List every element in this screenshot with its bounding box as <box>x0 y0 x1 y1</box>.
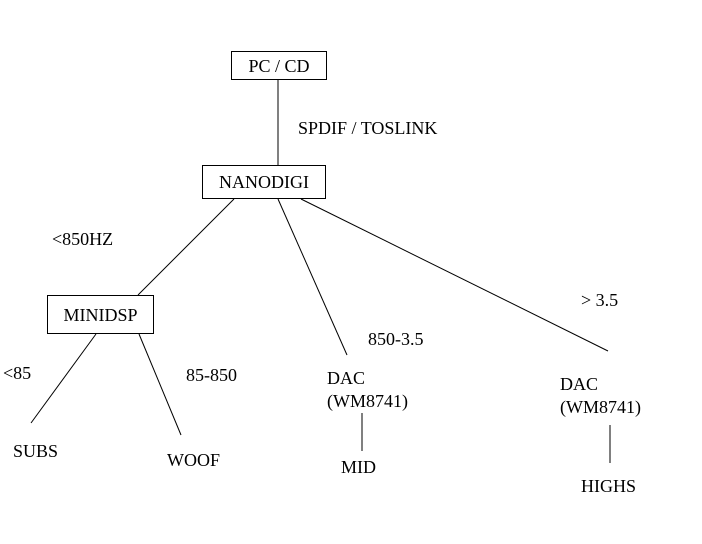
edge-minidsp-woof <box>138 333 182 436</box>
spdif-edge-label: SPDIF / TOSLINK <box>298 118 438 138</box>
below-850-label: <850HZ <box>52 229 114 249</box>
dac-mid-node-line1: DAC <box>327 368 366 388</box>
edge-nanodigi-dac-mid <box>277 198 348 356</box>
highs-node: HIGHS <box>581 476 637 496</box>
source-node: PC / CD <box>231 51 327 80</box>
edge-nanodigi-dac-high <box>300 198 609 352</box>
dac-mid-node-line2: (WM8741) <box>327 391 408 411</box>
range-85-850-label: 85-850 <box>186 365 237 385</box>
woof-node: WOOF <box>167 450 220 470</box>
mid-node: MID <box>341 457 376 477</box>
minidsp-node: MINIDSP <box>47 295 154 334</box>
edge-minidsp-subs <box>30 333 97 424</box>
subs-node: SUBS <box>13 441 59 461</box>
above-35-label: > 3.5 <box>581 290 619 310</box>
dac-high-node-line1: DAC <box>560 374 599 394</box>
nanodigi-node: NANODIGI <box>202 165 326 199</box>
below-85-label: <85 <box>3 363 32 383</box>
dac-high-node-line2: (WM8741) <box>560 397 641 417</box>
range-850-35-label: 850-3.5 <box>368 329 424 349</box>
edge-nanodigi-minidsp <box>137 198 235 296</box>
